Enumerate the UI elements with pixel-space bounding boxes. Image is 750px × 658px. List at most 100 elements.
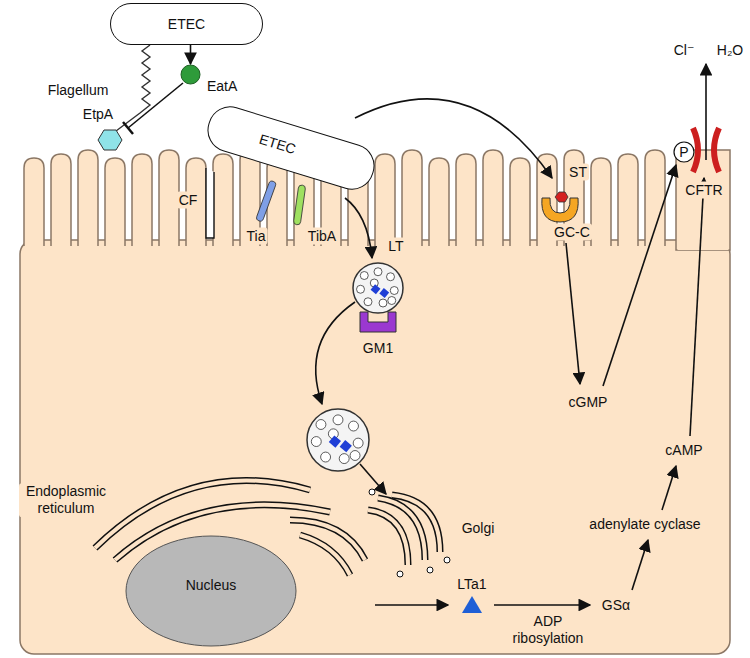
bacterium-label: ETEC	[168, 16, 205, 32]
camp-cftr-arrow	[690, 178, 704, 436]
eata-circle	[180, 64, 201, 85]
receptor-label: GC-C	[552, 224, 592, 241]
connector-arrow	[190, 45, 192, 64]
receptor-label: GM1	[361, 340, 395, 357]
st-arrow	[355, 99, 552, 178]
illustration-part	[390, 287, 398, 295]
illustration-part	[402, 150, 422, 246]
illustration-part	[430, 238, 448, 248]
lt-arrow	[345, 198, 372, 258]
protein-label: Tia	[245, 228, 268, 245]
cyclase-camp-arrow	[662, 466, 676, 510]
toxin-label: LT	[386, 238, 405, 255]
illustration-part	[160, 238, 178, 248]
illustration-part	[457, 238, 475, 248]
illustration-part	[427, 567, 433, 573]
messenger-label: cGMP	[567, 394, 610, 411]
gcc-cgmp-arrow	[566, 243, 580, 384]
cftr-channel-right	[714, 128, 719, 172]
inhibition-line	[128, 83, 183, 128]
bacterium-box: ETEC	[110, 3, 263, 45]
illustration-part	[316, 420, 326, 430]
toxin-label: LTa1	[455, 576, 488, 593]
illustration-part	[592, 238, 610, 248]
phosphate-circle	[674, 142, 694, 162]
illustration-part	[371, 284, 381, 294]
illustration-part	[429, 158, 449, 246]
illustration-part	[311, 437, 321, 447]
lt-vesicle	[353, 263, 403, 313]
illustration-part	[339, 454, 349, 464]
illustration-part	[187, 238, 205, 248]
cell-body	[20, 240, 730, 654]
illustration-part	[268, 238, 286, 248]
illustration-part	[456, 154, 476, 246]
illustration-part	[375, 154, 395, 246]
enzyme-label: adenylate cyclase	[587, 516, 702, 533]
st-toxin	[555, 192, 568, 202]
illustration-part	[379, 299, 387, 307]
bacterium-label: ETEC	[257, 131, 297, 157]
illustration-part	[290, 520, 365, 560]
toxin-label: ST	[567, 164, 589, 181]
process-label: ADP ribosylation	[498, 613, 598, 647]
illustration-part	[350, 451, 360, 461]
water-label: H₂O	[717, 42, 743, 59]
illustration-part	[374, 268, 382, 276]
phosphate-label: P	[679, 144, 688, 161]
illustration-part	[360, 272, 368, 280]
protein-label: GSα	[600, 597, 632, 614]
illustration-part	[591, 158, 611, 246]
illustration-part	[618, 154, 638, 246]
illustration-part	[397, 571, 403, 577]
illustration-part	[368, 510, 408, 565]
illustration-part	[379, 288, 389, 298]
membrane-cover	[678, 238, 729, 250]
illustration-part	[349, 421, 359, 431]
illustration-part	[105, 158, 125, 246]
illustration-part	[300, 535, 350, 575]
protein-label: EtpA	[81, 106, 115, 123]
illustration-part	[510, 158, 530, 246]
ribosylation-arrow	[494, 604, 590, 606]
illustration-part	[340, 440, 352, 452]
illustration-part	[106, 238, 124, 248]
channel-label: CFTR	[683, 182, 724, 199]
illustration-part	[25, 238, 43, 248]
illustration-part	[353, 438, 363, 448]
gm1-receptor	[360, 312, 396, 332]
tia-adhesin	[256, 180, 277, 222]
illustration-part	[645, 150, 665, 246]
nucleus-label: Nucleus	[186, 577, 237, 593]
illustration-part	[321, 452, 331, 462]
illustration-part	[484, 238, 502, 248]
illustration-part	[353, 263, 403, 313]
inhibition-bar	[123, 122, 133, 134]
tiba-adhesin	[293, 185, 305, 226]
ion-label: Cl⁻	[674, 42, 695, 59]
protein-label: TibA	[306, 228, 338, 245]
illustration-part	[51, 154, 71, 246]
structure-label: Flagellum	[48, 82, 109, 99]
endosome	[307, 409, 369, 471]
eata-label: EatA	[207, 78, 237, 94]
illustration-part	[364, 298, 372, 306]
organelle-label: Golgi	[460, 520, 497, 537]
illustration-part	[52, 238, 70, 248]
golgi-arrow	[360, 464, 386, 494]
cf-fimbria	[206, 168, 214, 238]
illustration-part	[357, 285, 365, 293]
cgmp-cftr-arrow	[603, 165, 676, 386]
illustration-part	[511, 238, 529, 248]
illustration-part	[267, 158, 287, 246]
illustration-part	[619, 238, 637, 248]
messenger-label: cAMP	[663, 442, 704, 459]
illustration-part	[369, 489, 375, 495]
golgi-apparatus	[368, 489, 450, 577]
illustration-part	[300, 535, 350, 575]
illustration-part	[133, 238, 151, 248]
illustration-part	[78, 150, 98, 246]
